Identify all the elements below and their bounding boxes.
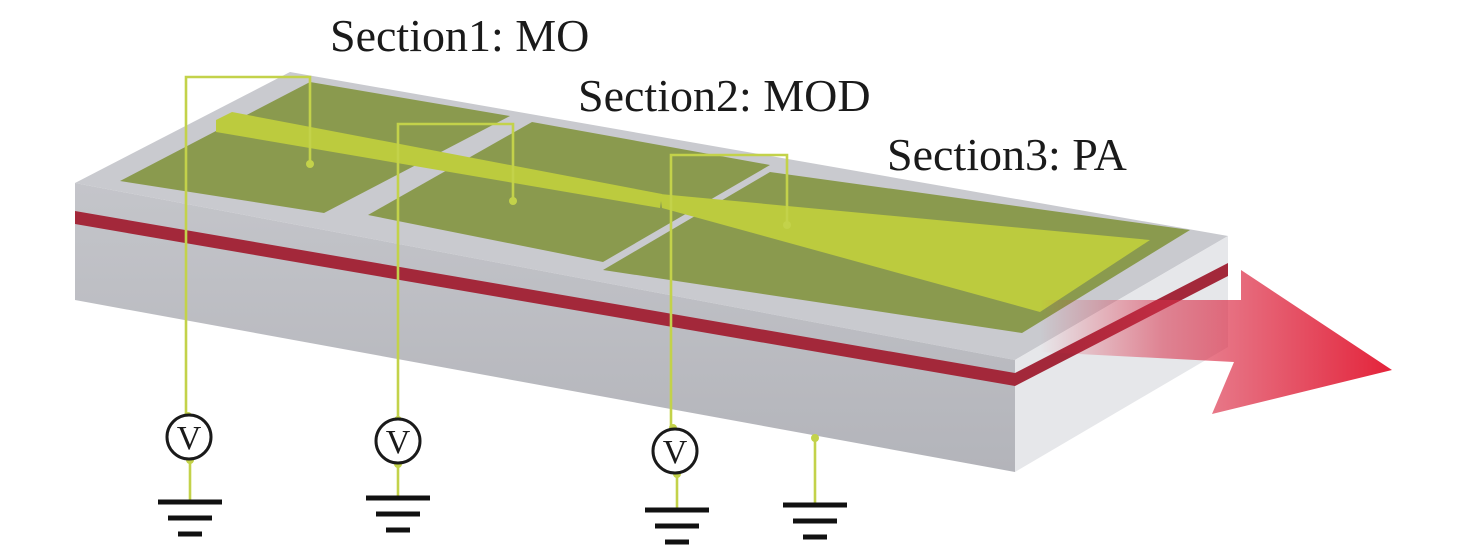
active-layer-front <box>75 211 1015 386</box>
ground-symbol-1 <box>158 499 222 537</box>
contact-dot-section3 <box>783 221 791 229</box>
voltage-meter-3: V <box>651 427 699 475</box>
output-beam-arrow <box>1040 270 1392 414</box>
wire-section1 <box>184 75 312 418</box>
waveguide-taper <box>660 194 1150 312</box>
voltage-meter-2-symbol: V <box>386 424 411 461</box>
section1-label: Section1: MO <box>330 10 589 61</box>
voltage-meter-3-symbol: V <box>663 434 688 471</box>
ground-symbol-3 <box>645 507 709 545</box>
wire-section2 <box>396 122 515 422</box>
voltage-meter-1-circle <box>165 413 213 461</box>
wire-section3 <box>669 153 789 430</box>
section2-label: Section2: MOD <box>578 70 871 121</box>
ground-symbol-2 <box>366 495 430 533</box>
contact-dot-section1 <box>306 160 314 168</box>
voltage-meter-2-circle <box>374 417 422 465</box>
voltage-meter-2: V <box>374 417 422 465</box>
voltage-meter-1: V <box>165 413 213 461</box>
ground-symbol-4 <box>783 502 847 540</box>
wires <box>184 75 819 510</box>
section3-label: Section3: PA <box>887 129 1127 180</box>
waveguide-straight <box>216 112 662 208</box>
contact-dot-section2 <box>509 197 517 205</box>
waveguide <box>216 112 1150 312</box>
voltage-meter-1-symbol: V <box>177 420 202 457</box>
voltage-meter-3-circle <box>651 427 699 475</box>
contact-dot-substrate <box>811 434 819 442</box>
